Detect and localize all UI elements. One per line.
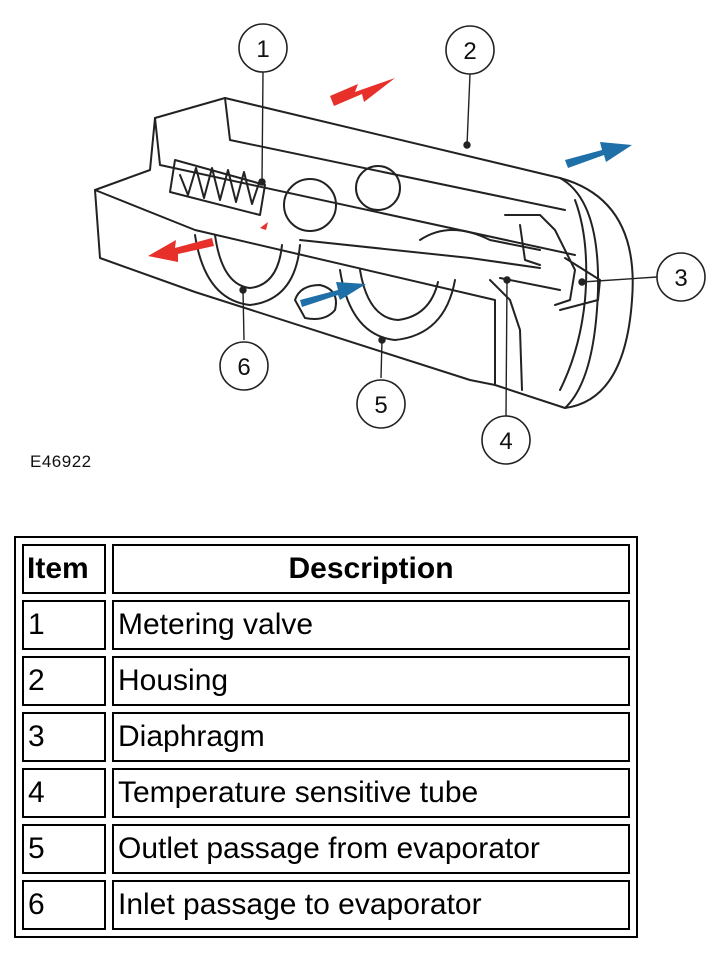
callout-1: 1 bbox=[238, 23, 288, 73]
diaphragm bbox=[504, 214, 576, 306]
leader-6 bbox=[242, 289, 245, 341]
housing-back-edge bbox=[224, 97, 566, 211]
flow-arrow-red-top bbox=[330, 78, 395, 106]
flow-arrow-red-small bbox=[260, 222, 268, 230]
legend-item-description: Outlet passage from evaporator bbox=[112, 824, 630, 874]
legend-table: Item Description 1 Metering valve 2 Hous… bbox=[14, 536, 638, 938]
legend-item-description: Metering valve bbox=[112, 600, 630, 650]
housing-front-face bbox=[94, 189, 496, 386]
table-row: 2 Housing bbox=[22, 656, 630, 706]
callout-number: 2 bbox=[463, 38, 476, 65]
legend-item-number: 1 bbox=[22, 600, 106, 650]
callout-4: 4 bbox=[481, 415, 531, 465]
callout-2: 2 bbox=[445, 25, 495, 75]
callout-3: 3 bbox=[656, 252, 706, 302]
callout-number: 6 bbox=[237, 354, 250, 381]
legend-item-number: 5 bbox=[22, 824, 106, 874]
legend-item-number: 3 bbox=[22, 712, 106, 762]
inlet-bore bbox=[194, 234, 301, 306]
callout-number: 3 bbox=[674, 265, 687, 292]
valve-cutaway-diagram: 1 2 3 4 5 6 bbox=[94, 23, 706, 465]
table-row: 4 Temperature sensitive tube bbox=[22, 768, 630, 818]
callout-number: 5 bbox=[374, 392, 387, 419]
leader-3 bbox=[581, 276, 658, 283]
table-row: 6 Inlet passage to evaporator bbox=[22, 880, 630, 930]
legend-item-description: Inlet passage to evaporator bbox=[112, 880, 630, 930]
temperature-tube bbox=[489, 279, 523, 391]
callout-5: 5 bbox=[356, 379, 406, 429]
leader-1 bbox=[261, 71, 264, 183]
legend-header-item: Item bbox=[22, 544, 106, 594]
leader-5 bbox=[380, 339, 383, 379]
leader-4 bbox=[505, 279, 508, 417]
housing-top-edge bbox=[154, 117, 576, 256]
spring bbox=[179, 167, 261, 205]
legend-item-number: 2 bbox=[22, 656, 106, 706]
housing-outline bbox=[94, 97, 634, 409]
legend-item-description: Temperature sensitive tube bbox=[112, 768, 630, 818]
callout-6: 6 bbox=[219, 341, 269, 391]
leader-2 bbox=[466, 73, 471, 146]
legend-item-number: 6 bbox=[22, 880, 106, 930]
table-row: 3 Diaphragm bbox=[22, 712, 630, 762]
callout-number: 4 bbox=[499, 428, 512, 455]
table-row: 5 Outlet passage from evaporator bbox=[22, 824, 630, 874]
legend-header-description: Description bbox=[112, 544, 630, 594]
table-row: 1 Metering valve bbox=[22, 600, 630, 650]
flow-arrow-red-left bbox=[148, 238, 214, 262]
flow-arrow-blue-center bbox=[300, 282, 366, 307]
upper-bore bbox=[283, 178, 337, 232]
legend-item-description: Housing bbox=[112, 656, 630, 706]
callout-number: 1 bbox=[256, 36, 269, 63]
legend-header-row: Item Description bbox=[22, 544, 630, 594]
outlet-bore bbox=[339, 269, 456, 341]
legend-item-description: Diaphragm bbox=[112, 712, 630, 762]
legend-item-number: 4 bbox=[22, 768, 106, 818]
figure-id-label: E46922 bbox=[30, 452, 92, 471]
end-cap-inner bbox=[559, 199, 588, 391]
flow-arrow-blue-right bbox=[565, 142, 632, 168]
